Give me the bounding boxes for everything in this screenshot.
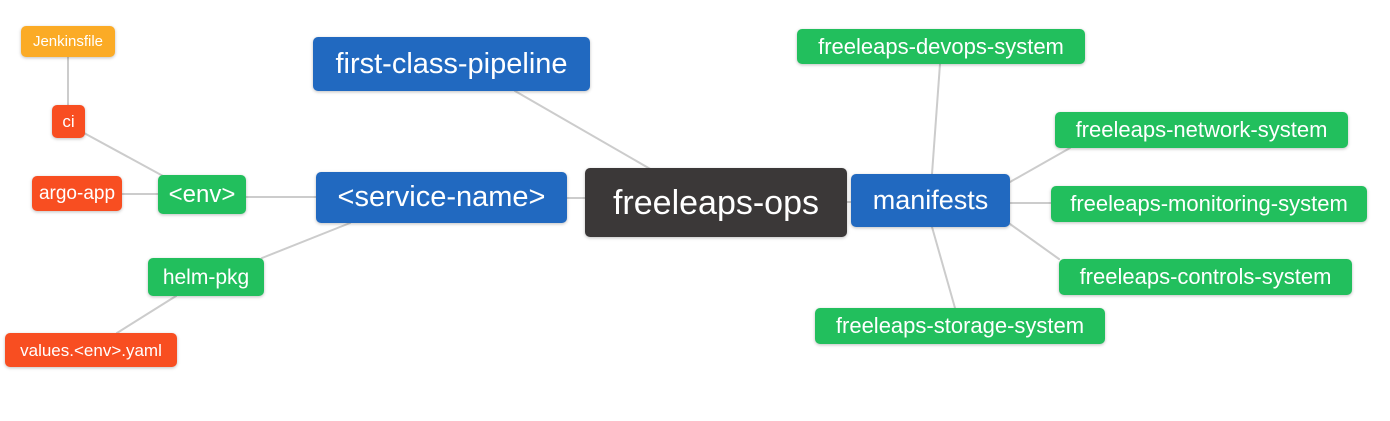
node-manifests[interactable]: manifests <box>851 174 1010 227</box>
node-label-freeleaps-storage-system: freeleaps-storage-system <box>835 313 1085 338</box>
node-label-freeleaps-monitoring-system: freeleaps-monitoring-system <box>1070 191 1348 216</box>
node-label-freeleaps-controls-system: freeleaps-controls-system <box>1079 264 1332 289</box>
node-values-env-yaml[interactable]: values.<env>.yaml <box>5 333 177 367</box>
node-label-freeleaps-network-system: freeleaps-network-system <box>1075 117 1328 142</box>
node-freeleaps-monitoring-system[interactable]: freeleaps-monitoring-system <box>1051 186 1367 222</box>
node-freeleaps-devops-system[interactable]: freeleaps-devops-system <box>797 29 1085 64</box>
edge-manifests-to-freeleaps-controls-system <box>1009 223 1060 260</box>
edge-service-name-to-helm-pkg <box>261 222 351 259</box>
node-freeleaps-ops[interactable]: freeleaps-ops <box>585 168 847 237</box>
edge-manifests-to-freeleaps-network-system <box>1009 147 1071 183</box>
node-helm-pkg[interactable]: helm-pkg <box>148 258 264 296</box>
edge-manifests-to-freeleaps-storage-system <box>931 226 956 309</box>
node-label-jenkinsfile: Jenkinsfile <box>32 33 104 50</box>
node-label-freeleaps-ops: freeleaps-ops <box>612 183 819 222</box>
node-label-values-env-yaml: values.<env>.yaml <box>20 340 162 360</box>
node-service-name[interactable]: <service-name> <box>316 172 567 223</box>
node-label-ci: ci <box>62 112 75 131</box>
node-label-freeleaps-devops-system: freeleaps-devops-system <box>818 33 1064 59</box>
node-label-argo-app: argo-app <box>38 183 116 204</box>
edge-manifests-to-freeleaps-devops-system <box>931 63 941 175</box>
node-env[interactable]: <env> <box>158 175 246 214</box>
edge-first-class-pipeline-to-freeleaps-ops <box>514 90 653 171</box>
node-label-first-class-pipeline: first-class-pipeline <box>335 47 568 80</box>
node-argo-app[interactable]: argo-app <box>32 176 122 211</box>
node-label-helm-pkg: helm-pkg <box>162 265 250 289</box>
edge-ci-to-env <box>83 132 164 177</box>
node-jenkinsfile[interactable]: Jenkinsfile <box>21 26 115 57</box>
node-freeleaps-storage-system[interactable]: freeleaps-storage-system <box>815 308 1105 344</box>
node-freeleaps-controls-system[interactable]: freeleaps-controls-system <box>1059 259 1352 295</box>
node-first-class-pipeline[interactable]: first-class-pipeline <box>313 37 590 91</box>
node-freeleaps-network-system[interactable]: freeleaps-network-system <box>1055 112 1348 148</box>
node-ci[interactable]: ci <box>52 105 85 138</box>
node-label-manifests: manifests <box>872 185 989 215</box>
node-label-service-name: <service-name> <box>337 181 546 213</box>
edge-helm-pkg-to-values-env-yaml <box>116 295 177 334</box>
node-label-env: <env> <box>168 180 236 208</box>
